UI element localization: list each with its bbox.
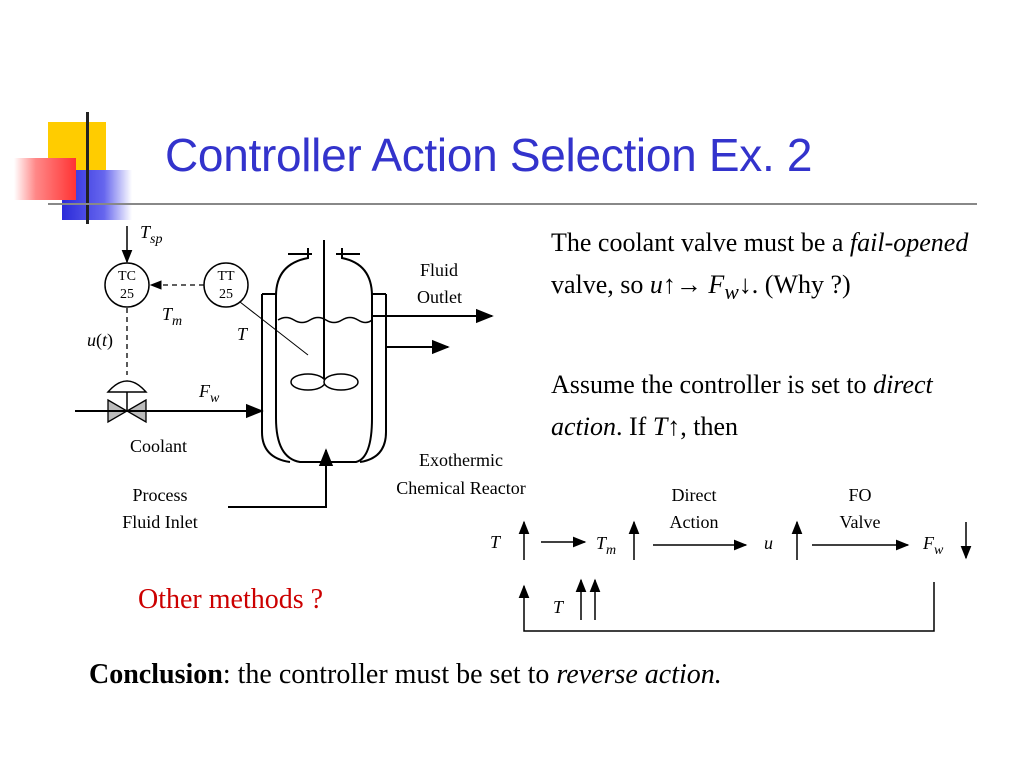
chain-t-feedback-label: T <box>553 597 565 617</box>
process-label-1: Process <box>133 485 188 505</box>
title-underline <box>48 203 977 205</box>
tc-bubble <box>104 262 150 308</box>
outlet-label-2: Outlet <box>417 287 462 307</box>
direct-action-assumption: Assume the controller is set to direct a… <box>551 370 933 441</box>
valve-explanation: The coolant valve must be a fail-opened … <box>551 228 969 305</box>
conclusion-statement: Conclusion: the controller must be set t… <box>89 659 722 690</box>
coolant-label: Coolant <box>130 436 187 456</box>
tc-number: 25 <box>120 287 134 302</box>
tt-label: TT <box>217 269 235 284</box>
deco-red-square <box>14 158 76 200</box>
process-inlet-line <box>228 448 334 508</box>
tt-number: 25 <box>219 287 233 302</box>
chain-fw-label: Fw <box>922 533 944 558</box>
slide-title: Controller Action Selection Ex. 2 <box>165 129 813 181</box>
tm-label: Tm <box>162 304 182 329</box>
tc-label: TC <box>118 269 136 284</box>
t-label: T <box>237 324 249 344</box>
liquid-surface <box>277 316 373 324</box>
impeller-right <box>323 373 359 391</box>
cooling-jacket <box>261 294 291 463</box>
process-label-2: Fluid Inlet <box>122 512 198 532</box>
outlet-label-1: Fluid <box>420 260 458 280</box>
reactor-label-1: Exothermic <box>419 450 503 470</box>
other-methods-question: Other methods ? <box>138 584 324 615</box>
chain-direct-label-1: Direct <box>672 485 717 505</box>
chain-t-label: T <box>490 532 502 552</box>
ut-label: u(t) <box>87 330 113 351</box>
chain-tm-label: Tm <box>596 533 616 558</box>
impeller-left <box>290 373 326 391</box>
fw-label: Fw <box>198 381 220 406</box>
chain-fo-label-1: FO <box>848 485 871 505</box>
reactor-label-2: Chemical Reactor <box>396 478 525 498</box>
valve-actuator <box>106 380 148 393</box>
sensor-line <box>239 301 309 356</box>
tsp-label: Tsp <box>140 222 162 247</box>
reactor-vessel <box>275 248 373 463</box>
chain-feedback-loop <box>518 582 935 632</box>
chain-direct-label-2: Action <box>670 512 719 532</box>
chain-u-label: u <box>764 533 773 553</box>
chain-fo-label-2: Valve <box>840 512 881 532</box>
deco-vertical-line <box>86 112 89 224</box>
